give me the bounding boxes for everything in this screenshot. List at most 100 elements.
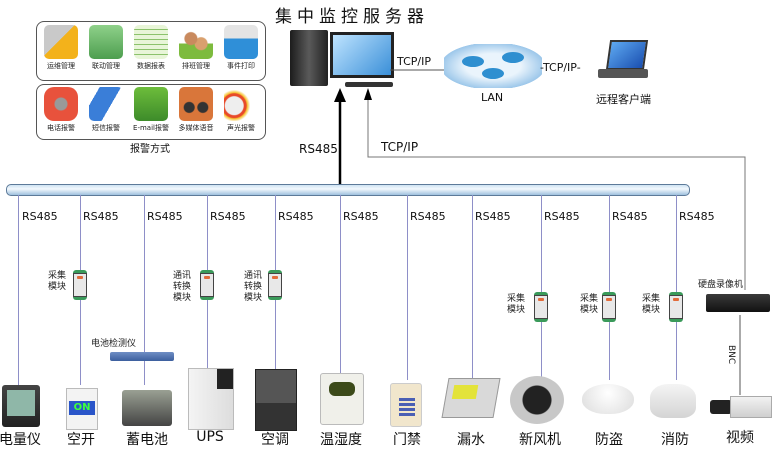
drop-protocol-label: RS485	[210, 210, 246, 223]
alarm-email[interactable]: E-mail报警	[129, 87, 173, 133]
smoke-detector-icon[interactable]	[650, 384, 696, 418]
ups-icon[interactable]	[188, 368, 234, 430]
drop-line	[407, 195, 408, 380]
module-label: 采集模块	[580, 294, 599, 315]
acquisition-module-icon[interactable]	[73, 270, 87, 300]
drop-protocol-label: RS485	[147, 210, 183, 223]
circuit-breaker-icon[interactable]: ON	[66, 388, 98, 430]
alarm-light-sound[interactable]: 声光报警	[219, 87, 263, 133]
alarm-methods-caption: 报警方式	[130, 144, 170, 155]
drop-protocol-label: RS485	[475, 210, 511, 223]
drop-protocol-label: RS485	[612, 210, 648, 223]
printer-icon	[224, 25, 258, 59]
access-keypad-icon[interactable]	[390, 383, 422, 427]
drop-line	[472, 195, 473, 380]
device-label: 门禁	[393, 432, 421, 448]
tool-shifts[interactable]: 排班管理	[174, 25, 218, 71]
acquisition-module-icon[interactable]	[534, 292, 548, 322]
drop-protocol-label: RS485	[83, 210, 119, 223]
water-leak-sensor-icon[interactable]	[441, 378, 501, 418]
rs485-bus	[6, 184, 690, 196]
server-tower-icon	[290, 30, 328, 86]
bnc-label: BNC	[725, 345, 736, 365]
megaphone-icon	[224, 87, 258, 121]
dvr-label: 硬盘录像机	[698, 280, 744, 290]
alarm-voice[interactable]: 多媒体语音	[174, 87, 218, 133]
tool-linkage[interactable]: 联动管理	[84, 25, 128, 71]
server-computer[interactable]	[290, 28, 396, 90]
device-label: 空调	[261, 432, 289, 448]
laptop-icon[interactable]	[598, 40, 649, 84]
video-uplink	[367, 98, 746, 290]
router-icon	[462, 56, 484, 67]
acquisition-module-icon[interactable]	[602, 292, 616, 322]
converter-module-icon[interactable]	[268, 270, 282, 300]
module-label: 通讯转换模块	[173, 271, 192, 303]
module-label: 采集模块	[507, 294, 526, 315]
converter-module-icon[interactable]	[200, 270, 214, 300]
alarm-methods-panel: 电话报警 短信报警 E-mail报警 多媒体语音 声光报警	[36, 84, 266, 140]
speaker-icon	[179, 87, 213, 121]
rs485-arrowhead	[334, 88, 346, 102]
drop-protocol-label: RS485	[343, 210, 379, 223]
video-arrowhead	[364, 88, 372, 100]
device-label: UPS	[196, 429, 224, 445]
management-tools-panel: 运维管理 联动管理 数据报表 排班管理 事件打印	[36, 21, 266, 81]
lan-cloud-icon[interactable]	[444, 44, 542, 88]
dvr-icon[interactable]	[706, 294, 770, 312]
device-label: 新风机	[519, 432, 561, 448]
alarm-phone[interactable]: 电话报警	[39, 87, 83, 133]
rs485-uplink-label: RS485	[299, 142, 338, 156]
monitor-icon	[330, 32, 394, 78]
device-label: 视频	[726, 430, 754, 446]
drop-protocol-label: RS485	[679, 210, 715, 223]
device-label: 温湿度	[320, 432, 362, 448]
server-lan-protocol: TCP/IP	[397, 55, 431, 68]
router-icon	[502, 52, 524, 63]
air-conditioner-icon[interactable]	[255, 369, 297, 431]
drop-line	[18, 195, 19, 385]
tool-print[interactable]: 事件打印	[219, 25, 263, 71]
thermo-hygrometer-icon[interactable]	[320, 373, 364, 425]
acquisition-module-icon[interactable]	[669, 292, 683, 322]
router-icon	[482, 68, 504, 79]
drop-line	[541, 195, 542, 380]
battery-monitor-label: 电池检测仪	[91, 339, 137, 349]
drop-line	[144, 195, 145, 385]
drop-line	[609, 195, 610, 380]
telephone-icon	[44, 87, 78, 121]
tools-icon	[44, 25, 78, 59]
device-label: 电量仪	[0, 432, 41, 448]
camera-icon[interactable]	[710, 396, 772, 418]
keyboard-icon	[345, 82, 393, 87]
module-label: 采集模块	[48, 271, 67, 292]
drop-line	[340, 195, 341, 375]
device-label: 漏水	[457, 432, 485, 448]
battery-monitor-icon[interactable]	[110, 352, 174, 361]
drop-protocol-label: RS485	[278, 210, 314, 223]
alarm-sms[interactable]: 短信报警	[84, 87, 128, 133]
module-label: 通讯转换模块	[244, 271, 263, 303]
on-badge: ON	[69, 401, 95, 415]
drop-protocol-label: RS485	[22, 210, 58, 223]
tool-reports[interactable]: 数据报表	[129, 25, 173, 71]
lan-label: LAN	[481, 91, 504, 104]
drop-line	[676, 195, 677, 380]
motion-detector-icon[interactable]	[582, 384, 634, 414]
drop-protocol-label: RS485	[410, 210, 446, 223]
lan-client-protocol: -TCP/IP-	[540, 61, 581, 74]
users-icon	[179, 25, 213, 59]
drop-protocol-label: RS485	[544, 210, 580, 223]
email-icon	[134, 87, 168, 121]
spreadsheet-icon	[134, 25, 168, 59]
page-title: 集中监控服务器	[275, 7, 429, 27]
fresh-air-fan-icon[interactable]	[510, 376, 564, 424]
device-label: 空开	[67, 432, 95, 448]
battery-icon[interactable]	[122, 390, 172, 426]
tool-ops[interactable]: 运维管理	[39, 25, 83, 71]
device-label: 消防	[661, 432, 689, 448]
device-label: 蓄电池	[126, 432, 168, 448]
power-meter-icon[interactable]	[2, 385, 40, 427]
device-label: 防盗	[595, 432, 623, 448]
